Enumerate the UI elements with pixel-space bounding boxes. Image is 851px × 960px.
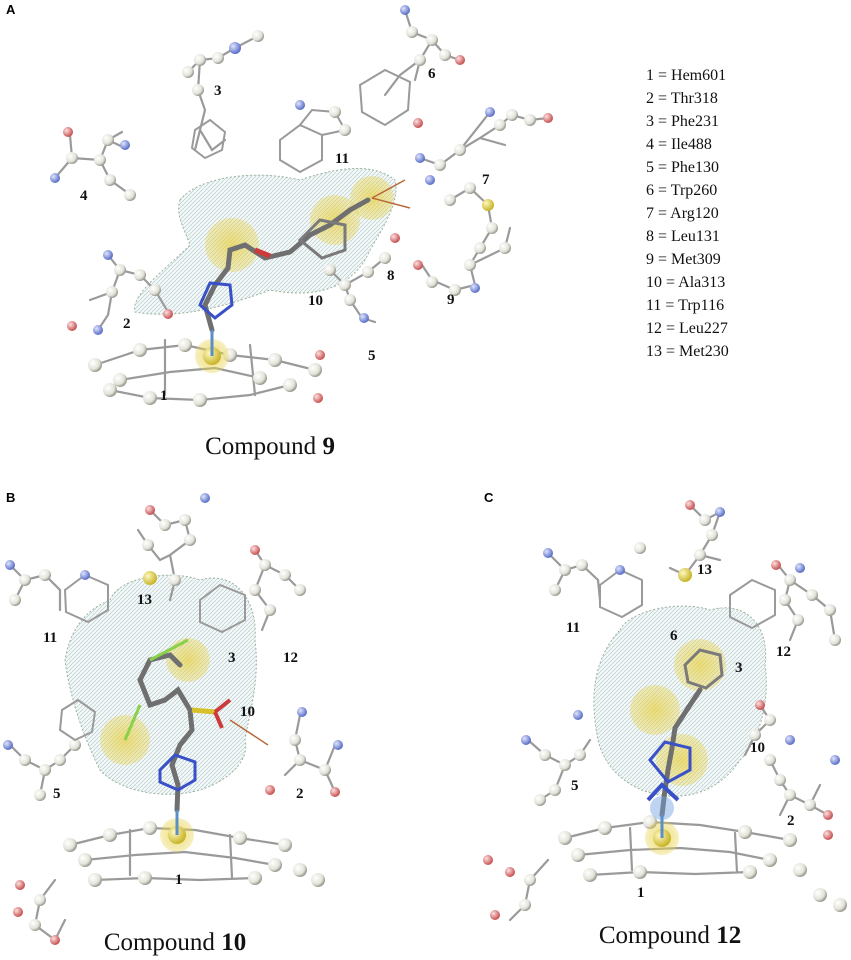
panel-a-label-2: 2 xyxy=(123,316,131,332)
panel-a-residue-2 xyxy=(67,250,173,335)
panel-b-residue-5 xyxy=(3,698,97,801)
panel-c-residue-13 xyxy=(634,500,725,582)
panel-b-ligand xyxy=(100,638,269,835)
panel-b-caption: Compound 10 xyxy=(104,929,246,956)
panel-a-residue-6 xyxy=(358,5,465,128)
panel-c-label-13: 13 xyxy=(697,562,712,578)
panel-c-label-3: 3 xyxy=(735,660,743,676)
panel-c: C xyxy=(483,490,847,949)
panel-c-label-10: 10 xyxy=(750,740,765,756)
panel-c-label-5: 5 xyxy=(571,778,579,794)
panel-c-heme xyxy=(483,815,847,922)
panel-b-residue-12 xyxy=(199,545,306,634)
panel-a-residue-4 xyxy=(50,127,136,201)
panel-b-binding-surface xyxy=(64,574,257,795)
panel-a-residue-3 xyxy=(182,30,264,160)
panel-c-label-1: 1 xyxy=(637,885,645,901)
residue-legend: 1 = Hem601 2 = Thr318 3 = Phe231 4 = Ile… xyxy=(646,67,729,360)
panel-a: A xyxy=(6,2,553,460)
panel-a-label-4: 4 xyxy=(80,188,88,204)
legend-item: 11 = Trp116 xyxy=(646,297,724,314)
panel-c-residue-2 xyxy=(764,735,840,840)
legend-item: 9 = Met309 xyxy=(646,251,721,268)
panel-c-label-6: 6 xyxy=(670,628,678,644)
panel-b-letter: B xyxy=(6,490,15,505)
panel-b-residue-2 xyxy=(265,707,343,797)
panel-b-label-11: 11 xyxy=(43,630,57,646)
legend-item: 4 = Ile488 xyxy=(646,136,712,153)
panel-a-label-11: 11 xyxy=(335,151,349,167)
legend-item: 5 = Phe130 xyxy=(646,159,719,176)
panel-c-label-11: 11 xyxy=(566,620,580,636)
panel-a-residue-9 xyxy=(413,182,512,296)
panel-a-caption: Compound 9 xyxy=(205,433,335,460)
panel-a-label-3: 3 xyxy=(214,83,222,99)
panel-b-label-3: 3 xyxy=(228,650,236,666)
panel-a-label-7: 7 xyxy=(482,172,490,188)
panel-a-ligand xyxy=(198,176,411,356)
panel-c-label-12: 12 xyxy=(776,644,791,660)
panel-a-label-10: 10 xyxy=(308,293,323,309)
panel-a-residue-5 xyxy=(324,233,400,324)
panel-c-residue-10 xyxy=(743,700,776,757)
legend-item: 12 = Leu227 xyxy=(646,320,728,337)
panel-a-label-6: 6 xyxy=(428,66,436,82)
legend-item: 7 = Arg120 xyxy=(646,205,719,222)
panel-b-label-5: 5 xyxy=(53,786,61,802)
panel-c-label-2: 2 xyxy=(787,813,795,829)
panel-a-letter: A xyxy=(6,2,16,17)
panel-a-label-9: 9 xyxy=(447,292,455,308)
legend-item: 6 = Trp260 xyxy=(646,182,717,199)
panel-c-residue-12 xyxy=(729,560,841,646)
panel-b-label-13: 13 xyxy=(137,592,152,608)
panel-a-label-8: 8 xyxy=(387,268,395,284)
panel-b-residue-11 xyxy=(5,560,109,624)
panel-a-label-1: 1 xyxy=(160,388,168,404)
panel-c-residue-11 xyxy=(543,548,643,619)
panel-a-label-5: 5 xyxy=(368,348,376,364)
legend-item: 10 = Ala313 xyxy=(646,274,725,291)
panel-a-residue-7 xyxy=(415,107,553,185)
panel-a-residue-11 xyxy=(279,100,351,174)
panel-b-heme xyxy=(13,818,325,945)
legend-item: 1 = Hem601 xyxy=(646,67,726,84)
legend-item: 13 = Met230 xyxy=(646,343,729,360)
panel-b-label-2: 2 xyxy=(296,786,304,802)
legend-item: 2 = Thr318 xyxy=(646,90,718,107)
legend-item: 3 = Phe231 xyxy=(646,113,719,130)
panel-b-label-12: 12 xyxy=(283,650,298,666)
panel-c-letter: C xyxy=(484,490,494,505)
legend-item: 8 = Leu131 xyxy=(646,228,720,245)
panel-a-heme xyxy=(88,338,325,407)
panel-b-residue-13 xyxy=(136,493,210,602)
panel-c-residue-5 xyxy=(521,710,592,806)
panel-c-ligand xyxy=(630,639,726,838)
panel-c-caption: Compound 12 xyxy=(599,922,741,949)
panel-b: B xyxy=(3,490,343,956)
panel-b-label-1: 1 xyxy=(175,872,183,888)
panel-b-label-10: 10 xyxy=(240,704,255,720)
